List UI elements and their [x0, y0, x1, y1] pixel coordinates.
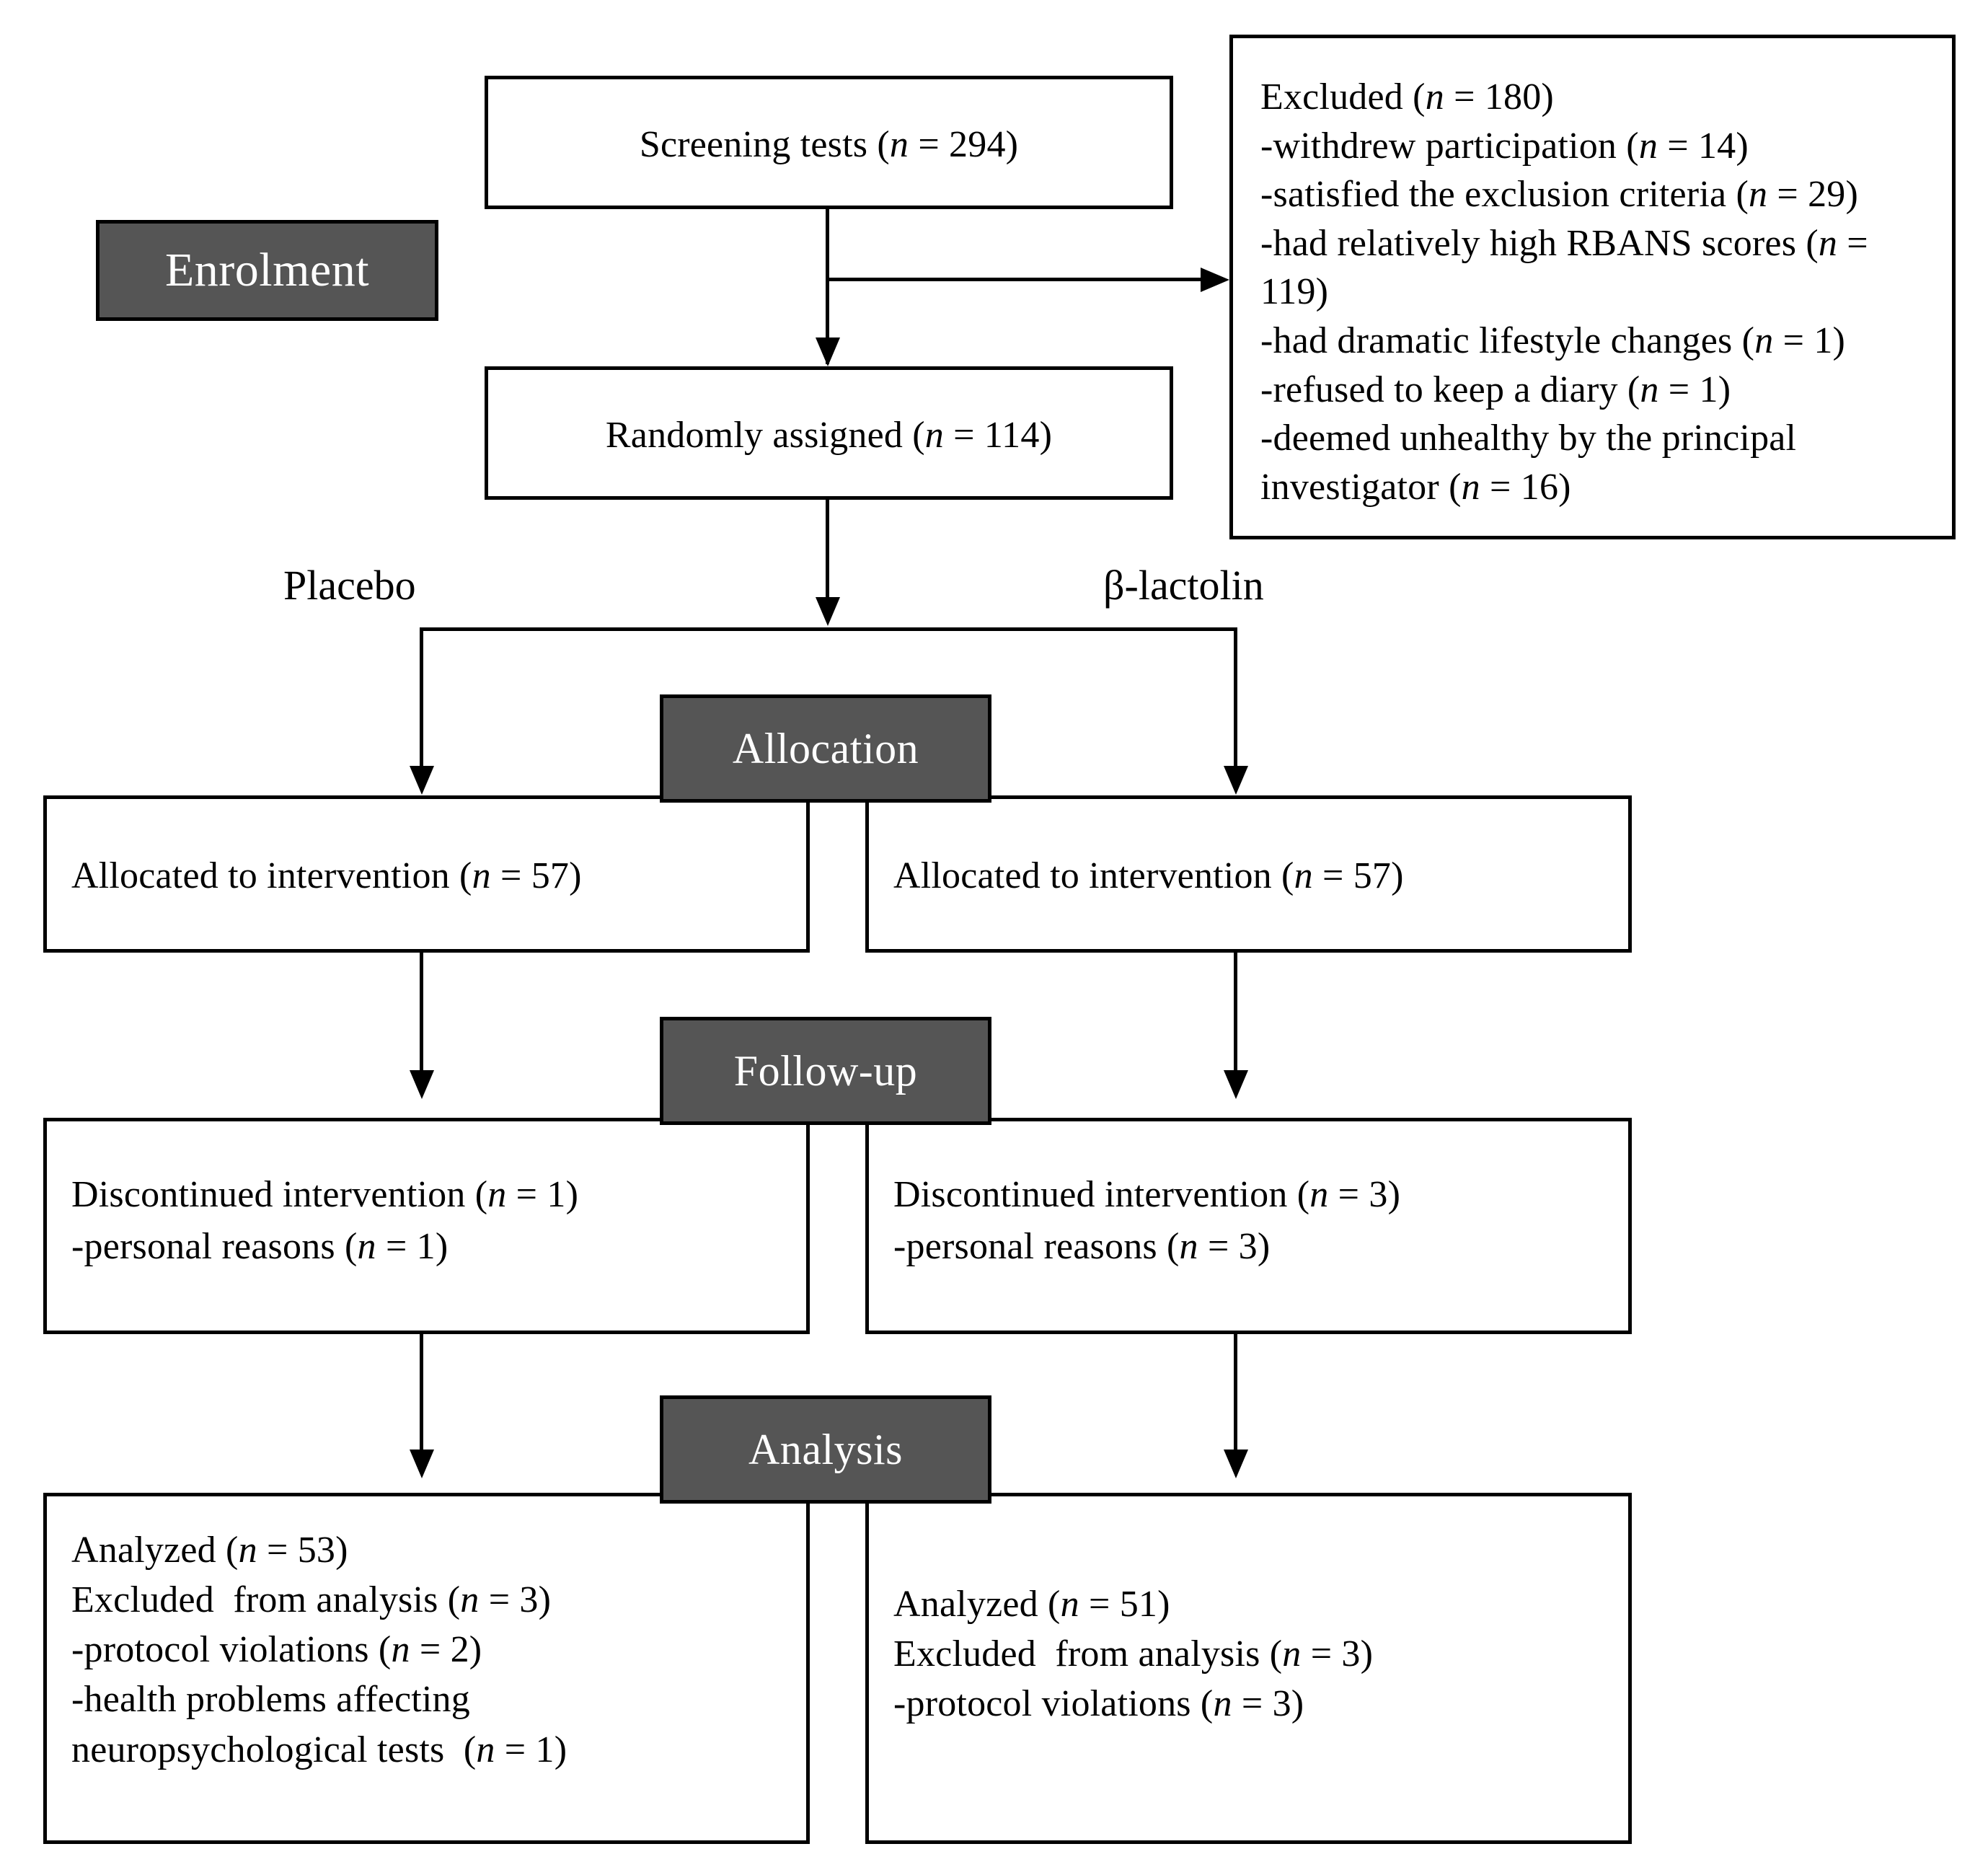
node-screening-tests: Screening tests (n = 294)	[485, 76, 1173, 209]
node-analyzed-placebo: Analyzed (n = 53) Excluded from analysis…	[43, 1493, 810, 1844]
connector-alloc-right-down	[1234, 953, 1237, 1075]
arrow-randomized-to-split	[816, 597, 840, 626]
split-leg-right	[1234, 627, 1237, 772]
stage-band-enrolment: Enrolment	[96, 220, 438, 321]
node-randomly-assigned-text: Randomly assigned (n = 114)	[605, 415, 1053, 456]
node-discontinued-lactolin-text: Discontinued intervention (n = 3) -perso…	[893, 1174, 1401, 1267]
node-allocated-placebo: Allocated to intervention (n = 57)	[43, 795, 810, 953]
arrow-followup-left-to-analysis	[410, 1450, 434, 1478]
node-screening-tests-text: Screening tests (n = 294)	[639, 124, 1019, 165]
arrow-followup-right-to-analysis	[1224, 1450, 1248, 1478]
arrow-alloc-right-to-followup	[1224, 1070, 1248, 1099]
connector-screening-to-excluded	[826, 278, 1204, 281]
arrow-screening-to-randomized	[816, 337, 840, 366]
connector-followup-right-down	[1234, 1334, 1237, 1464]
connector-randomized-down	[826, 500, 829, 604]
split-bar-allocation	[420, 627, 1237, 631]
arm-label-placebo: Placebo	[283, 562, 416, 609]
stage-label-followup: Follow-up	[733, 1046, 918, 1095]
stage-label-enrolment: Enrolment	[164, 244, 370, 296]
arm-label-beta-lactolin: β-lactolin	[1103, 562, 1264, 609]
node-allocated-placebo-text: Allocated to intervention (n = 57)	[71, 855, 582, 896]
node-excluded: Excluded (n = 180) -withdrew participati…	[1229, 35, 1956, 539]
arrow-split-right	[1224, 766, 1248, 795]
node-allocated-lactolin-text: Allocated to intervention (n = 57)	[893, 855, 1404, 896]
node-analyzed-lactolin-text: Analyzed (n = 51) Excluded from analysis…	[893, 1584, 1374, 1725]
node-discontinued-lactolin: Discontinued intervention (n = 3) -perso…	[865, 1118, 1632, 1334]
connector-followup-left-down	[420, 1334, 423, 1464]
stage-band-followup: Follow-up	[660, 1017, 991, 1125]
stage-band-allocation: Allocation	[660, 694, 991, 803]
node-analyzed-placebo-text: Analyzed (n = 53) Excluded from analysis…	[71, 1530, 567, 1770]
stage-label-analysis: Analysis	[748, 1425, 903, 1473]
stage-label-allocation: Allocation	[732, 724, 919, 772]
arrow-alloc-left-to-followup	[410, 1070, 434, 1099]
connector-screening-down	[826, 209, 829, 364]
node-excluded-text: Excluded (n = 180) -withdrew participati…	[1260, 76, 1868, 508]
node-analyzed-lactolin: Analyzed (n = 51) Excluded from analysis…	[865, 1493, 1632, 1844]
node-discontinued-placebo-text: Discontinued intervention (n = 1) -perso…	[71, 1174, 579, 1267]
split-leg-left	[420, 627, 423, 772]
stage-band-analysis: Analysis	[660, 1395, 991, 1504]
arrow-screening-to-excluded	[1201, 268, 1229, 292]
arrow-split-left	[410, 766, 434, 795]
node-discontinued-placebo: Discontinued intervention (n = 1) -perso…	[43, 1118, 810, 1334]
connector-alloc-left-down	[420, 953, 423, 1075]
node-randomly-assigned: Randomly assigned (n = 114)	[485, 366, 1173, 500]
node-allocated-lactolin: Allocated to intervention (n = 57)	[865, 795, 1632, 953]
